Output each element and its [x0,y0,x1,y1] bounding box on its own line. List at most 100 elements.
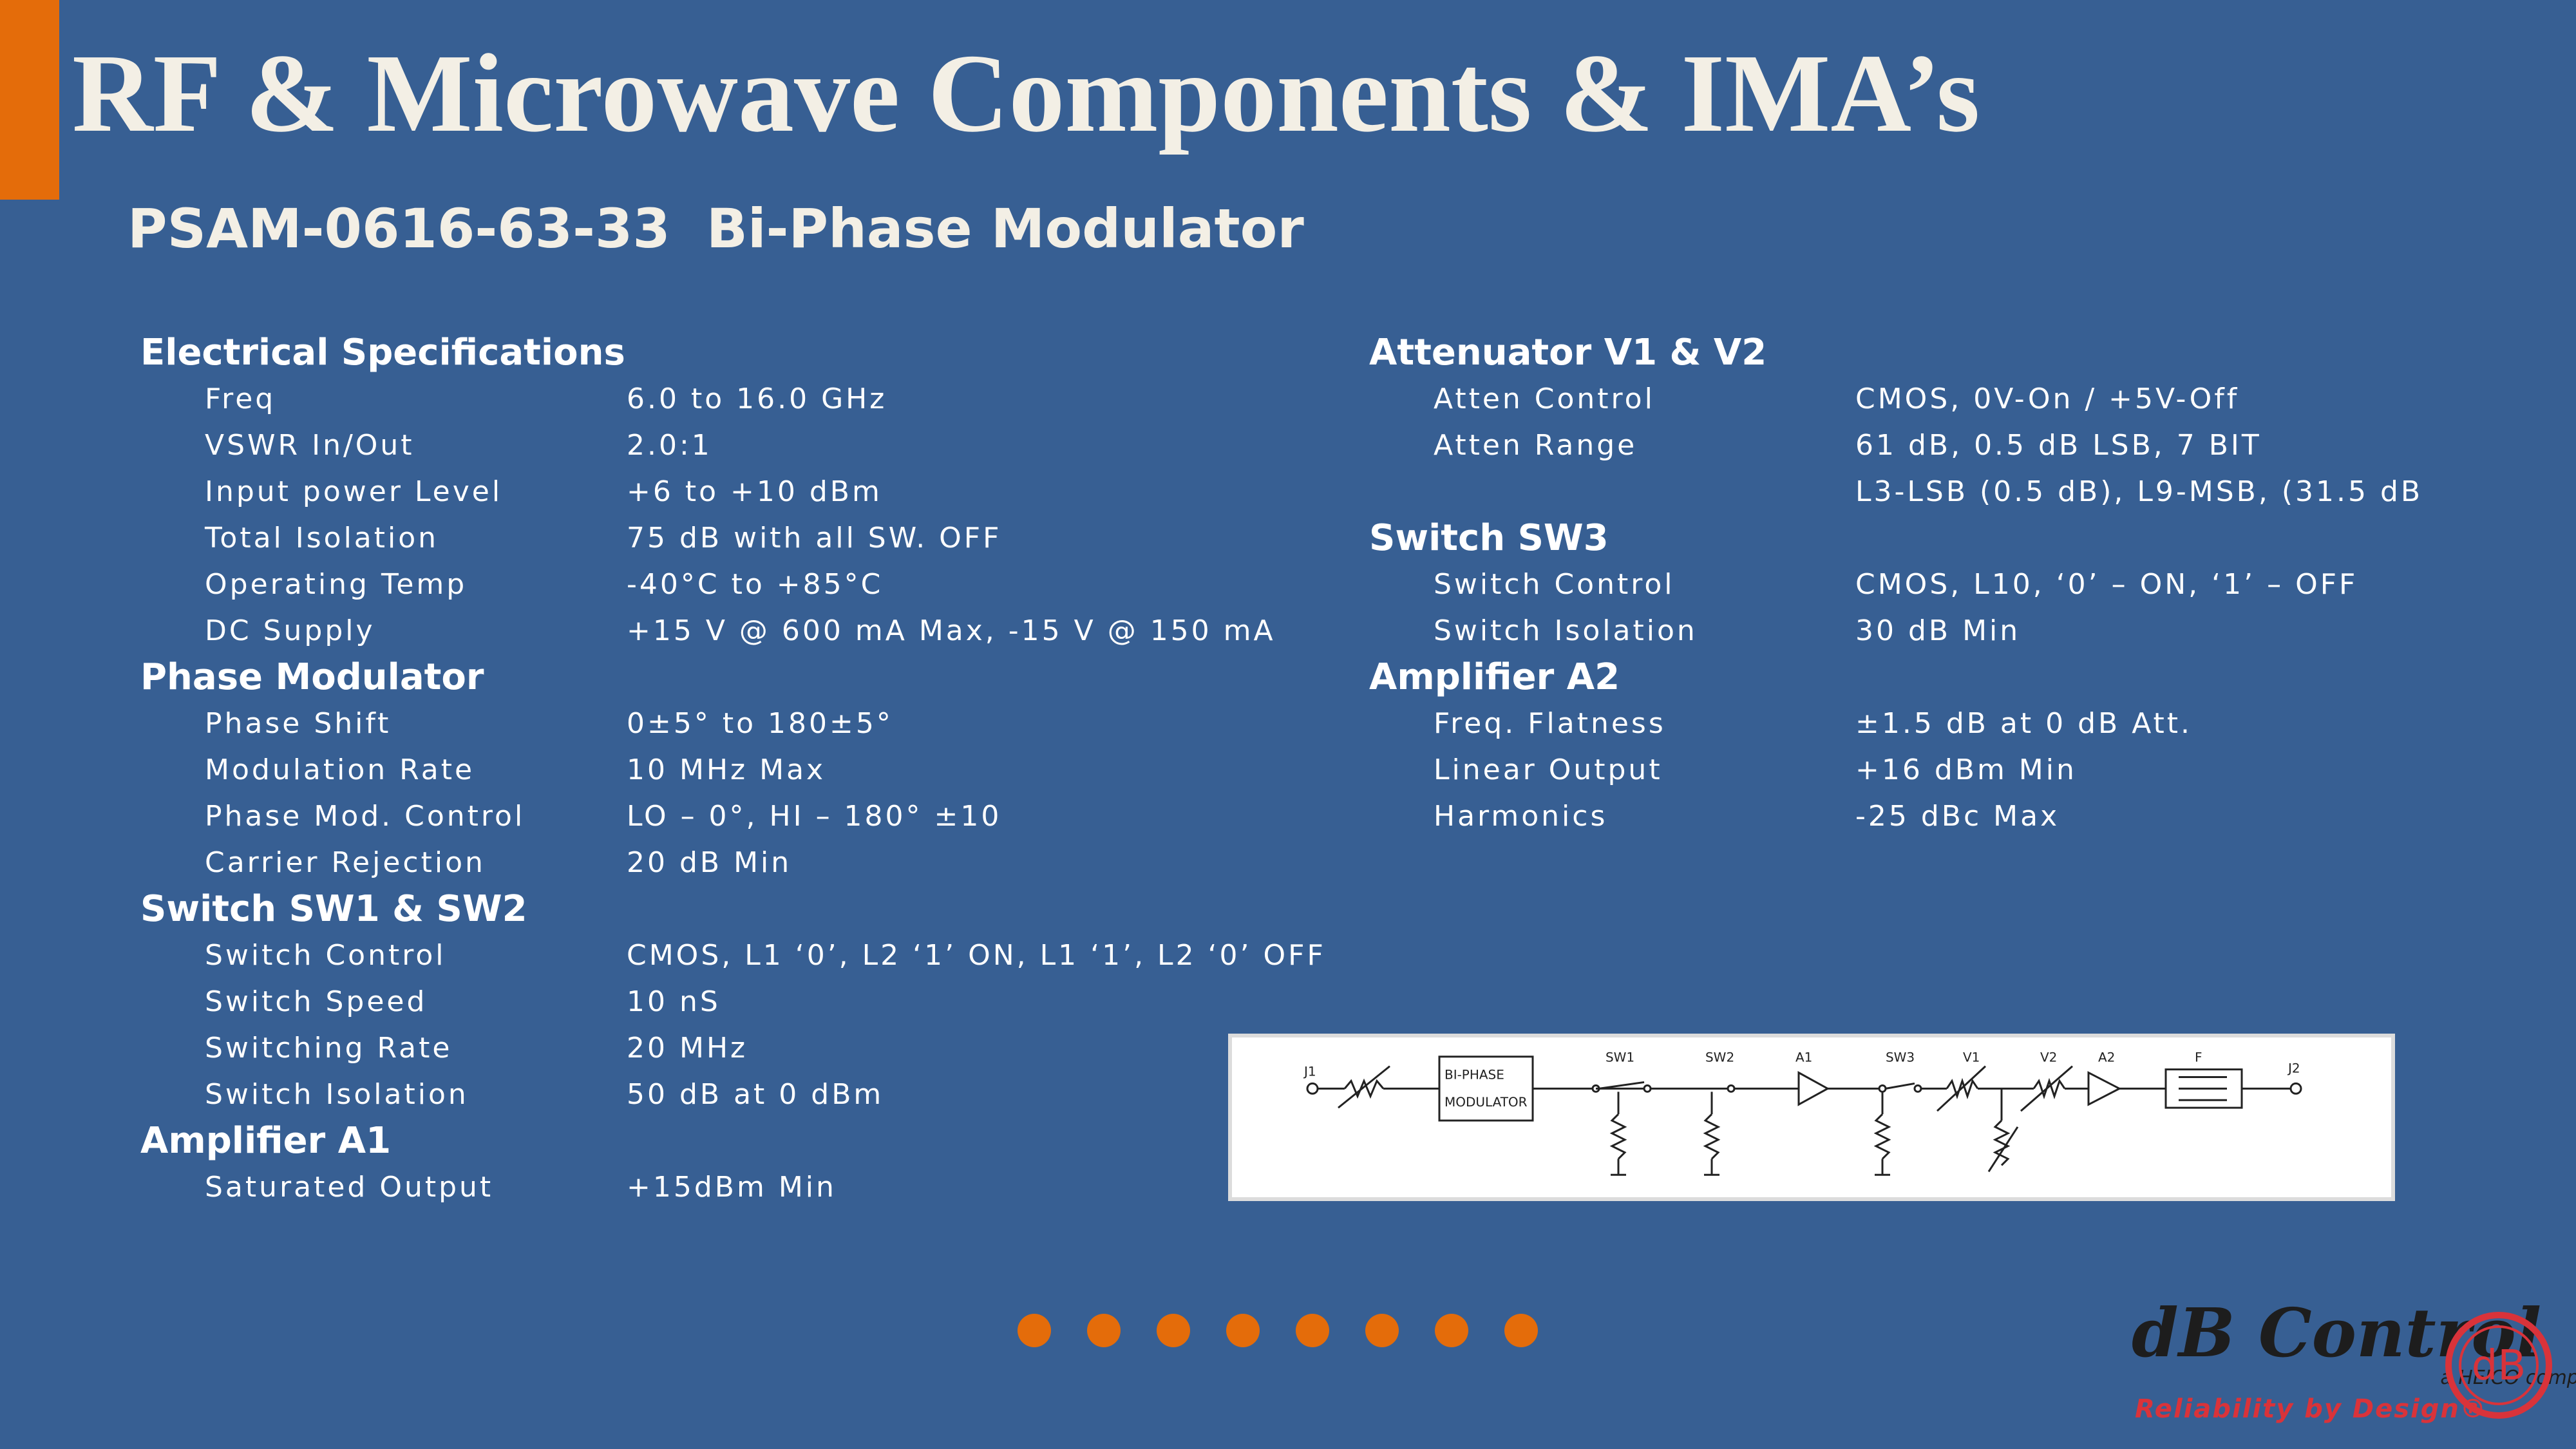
spec-row: Carrier Rejection 20 dB Min [140,840,789,886]
spec-value: ±1.5 dB at 0 dB Att. [1855,707,2193,740]
spec-label: Switch Isolation [205,1078,469,1111]
spec-row: Harmonics -25 dBc Max [1369,793,2057,840]
pagination-dot[interactable] [1296,1314,1329,1347]
product-subtitle: PSAM-0616-63-33 Bi-Phase Modulator [128,193,1304,264]
part-number: PSAM-0616-63-33 [128,197,670,260]
spec-value: -40°C to +85°C [627,568,884,601]
spec-label: Operating Temp [205,568,468,601]
section-heading: Electrical Specifications [140,332,625,374]
spec-row: Operating Temp-40°C to +85°C [140,562,880,608]
section-heading: Amplifier A1 [140,1120,392,1162]
pagination-dot[interactable] [1365,1314,1399,1347]
spec-label: Modulation Rate [205,753,475,786]
spec-row: Total Isolation 75 dB with all SW. OFF [140,515,999,562]
spec-label: Phase Shift [205,707,392,740]
block-diagram-svg: J1 BI-PHASE MODULATOR SW1 SW2 A1 SW3 V1 … [1303,1050,2302,1176]
section-heading: Switch SW1 & SW2 [140,888,527,930]
spec-label: Freq. Flatness [1434,707,1666,740]
diagram-label-sw1: SW1 [1605,1050,1634,1065]
spec-label: Carrier Rejection [205,846,486,879]
spec-row: Freq 6.0 to 16.0 GHz [140,376,884,422]
diagram-label-modulator-1: BI-PHASE [1444,1068,1504,1083]
spec-value: +15 V @ 600 mA Max, -15 V @ 150 mA [627,614,1276,647]
spec-row: Input power Level +6 to +10 dBm [140,469,880,515]
spec-value: +15dBm Min [627,1171,837,1204]
pagination-dot[interactable] [1226,1314,1260,1347]
section-heading: Switch SW3 [1369,517,1609,559]
spec-value: 2.0:1 [627,429,712,462]
spec-row: Modulation Rate 10 MHz Max [140,747,823,793]
company-logo: dB Control a HEICO company Reliability b… [2125,1293,2576,1436]
spec-row: Switch Speed 10 nS [140,979,718,1025]
spec-value: 75 dB with all SW. OFF [627,522,1002,554]
spec-value: LO – 0°, HI – 180° ±10 [627,800,1002,833]
spec-row: Phase Shift 0±5° to 180±5° [140,701,891,747]
diagram-label-v1: V1 [1963,1050,1980,1065]
spec-value: +16 dBm Min [1855,753,2077,786]
spec-label: Switch Control [1434,568,1675,601]
spec-row: Phase Mod. Control LO – 0°, HI – 180° ±10 [140,793,999,840]
spec-row: Saturated Output +15dBm Min [140,1164,834,1211]
page-title: RF & Microwave Components & IMA’s [72,31,1980,155]
spec-label: Input power Level [205,475,503,508]
spec-value: 10 MHz Max [627,753,826,786]
pagination-dot[interactable] [1157,1314,1190,1347]
spec-value: CMOS, 0V-On / +5V-Off [1855,383,2240,415]
spec-row: DC Supply +15 V @ 600 mA Max, -15 V @ 150… [140,608,1273,654]
spec-value: -25 dBc Max [1855,800,2060,833]
spec-row: VSWR In/Out 2.0:1 [140,422,710,469]
spec-value: 0±5° to 180±5° [627,707,893,740]
spec-value: 61 dB, 0.5 dB LSB, 7 BIT [1855,429,2262,462]
spec-value: 30 dB Min [1855,614,2021,647]
section-heading: Attenuator V1 & V2 [1369,332,1767,374]
diagram-label-modulator-2: MODULATOR [1444,1095,1528,1110]
diagram-label-v2: V2 [2040,1050,2057,1065]
spec-label: Switch Speed [205,985,428,1018]
diagram-label-j1: J1 [1303,1065,1316,1079]
spec-label: VSWR In/Out [205,429,415,462]
spec-value: 6.0 to 16.0 GHz [627,383,887,415]
diagram-label-j2: J2 [2287,1061,2300,1076]
spec-label: Atten Control [1434,383,1655,415]
logo-mark-icon: dB [2445,1312,2552,1419]
pagination-dot[interactable] [1504,1314,1538,1347]
spec-value: 20 dB Min [627,846,792,879]
spec-label: Harmonics [1434,800,1608,833]
spec-row: Switch Isolation 30 dB Min [1369,608,2018,654]
diagram-label-sw3: SW3 [1886,1050,1915,1065]
pagination-dot[interactable] [1018,1314,1051,1347]
spec-column-right: Attenuator V1 & V2 Atten Control CMOS, 0V-… [1369,330,2420,840]
section-heading: Amplifier A2 [1369,656,1620,698]
diagram-label-f: F [2195,1050,2202,1065]
spec-label: Saturated Output [205,1171,494,1204]
pagination-dot[interactable] [1087,1314,1121,1347]
spec-label: Switch Isolation [1434,614,1698,647]
accent-bar [0,0,59,200]
spec-label: Freq [205,383,276,415]
spec-row: Atten Control CMOS, 0V-On / +5V-Off [1369,376,2237,422]
spec-value: CMOS, L1 ‘0’, L2 ‘1’ ON, L1 ‘1’, L2 ‘0’ … [627,939,1326,972]
spec-label: DC Supply [205,614,375,647]
product-name: Bi-Phase Modulator [706,197,1304,260]
spec-label: Total Isolation [205,522,439,554]
spec-value: L3-LSB (0.5 dB), L9-MSB, (31.5 dB [1855,475,2423,508]
logo-tagline: Reliability by Design® [2135,1394,2487,1424]
diagram-label-a1: A1 [1795,1050,1812,1065]
logo-name: dB Control [2132,1293,2542,1372]
pagination-dot[interactable] [1435,1314,1468,1347]
spec-row: L3-LSB (0.5 dB), L9-MSB, (31.5 dB [1369,469,2420,515]
block-diagram: J1 BI-PHASE MODULATOR SW1 SW2 A1 SW3 V1 … [1228,1034,2395,1201]
spec-label: Phase Mod. Control [205,800,526,833]
spec-value: +6 to +10 dBm [627,475,882,508]
spec-row: Atten Range 61 dB, 0.5 dB LSB, 7 BIT [1369,422,2259,469]
spec-label: Switch Control [205,939,446,972]
spec-value: 10 nS [627,985,721,1018]
spec-row: Linear Output+16 dBm Min [1369,747,2074,793]
spec-label: Atten Range [1434,429,1638,462]
spec-row: Switch Control CMOS, L1 ‘0’, L2 ‘1’ ON, L… [140,933,1323,979]
diagram-label-a2: A2 [2098,1050,2115,1065]
